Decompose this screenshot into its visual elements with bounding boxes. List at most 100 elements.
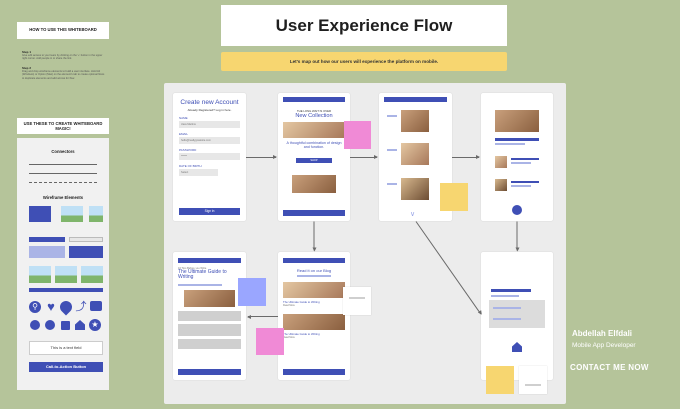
profile-bar-3 bbox=[511, 158, 539, 160]
wf-nav-tile[interactable] bbox=[29, 288, 103, 292]
location-icon[interactable] bbox=[57, 298, 75, 316]
connector-line-1[interactable] bbox=[29, 164, 97, 165]
title-card: User Experience Flow bbox=[221, 5, 507, 46]
article-image bbox=[183, 289, 236, 307]
connector-line-3[interactable] bbox=[29, 182, 97, 183]
chevron-down-icon[interactable]: ∨ bbox=[410, 211, 416, 218]
arrow-login-to-collection[interactable] bbox=[246, 155, 277, 159]
shop-button[interactable]: SHOP bbox=[296, 157, 332, 163]
email-field[interactable]: hello@reallygreatsite.com bbox=[179, 137, 240, 144]
step1-text: Give edit access to your team by clickin… bbox=[22, 54, 103, 61]
connector-line-2[interactable] bbox=[29, 173, 97, 174]
wf-image-tile-2[interactable] bbox=[89, 206, 103, 222]
dob-field[interactable]: Select bbox=[179, 169, 218, 176]
person-icon[interactable] bbox=[45, 320, 55, 330]
signin-button[interactable]: Sign in bbox=[179, 208, 240, 215]
dots-icon[interactable] bbox=[30, 320, 40, 330]
article-paragraph-2 bbox=[178, 323, 241, 336]
profile-bar-5 bbox=[511, 181, 539, 183]
arrow-blog-to-article[interactable] bbox=[248, 316, 278, 317]
star-icon[interactable]: ★ bbox=[89, 319, 101, 331]
blog-read-more-1[interactable]: Read More bbox=[283, 304, 295, 307]
chat-icon[interactable] bbox=[90, 301, 102, 311]
settings-screen[interactable] bbox=[481, 252, 553, 380]
collection-tagline: A thoughtful combination of design and f… bbox=[286, 141, 342, 150]
wf-list-tile[interactable] bbox=[29, 246, 65, 258]
blog-screen[interactable]: Read it on our Blog The Ultimate Guide t… bbox=[278, 252, 350, 380]
article-nav-bar[interactable] bbox=[178, 369, 241, 375]
arrow-collection-to-blog[interactable] bbox=[313, 221, 315, 251]
password-field[interactable]: ****** bbox=[179, 153, 240, 160]
cta-button-element[interactable]: Call-to-Action Button bbox=[29, 362, 103, 372]
wf-bar-tile[interactable] bbox=[29, 237, 65, 242]
wf-image-tile[interactable] bbox=[61, 206, 83, 222]
home-icon[interactable] bbox=[512, 342, 522, 352]
magic-panel: USE THESE TO CREATE WHITEBOARD MAGIC! bbox=[17, 118, 109, 134]
list-item-image-1[interactable] bbox=[401, 110, 429, 132]
page-subtitle: Let's map out how our users will experie… bbox=[289, 59, 439, 64]
blog-nav-bar[interactable] bbox=[283, 369, 345, 375]
lock-icon[interactable] bbox=[61, 321, 70, 330]
settings-panel[interactable] bbox=[489, 300, 545, 328]
list-item-line-2 bbox=[387, 149, 397, 151]
sticky-note-white-2[interactable] bbox=[519, 366, 547, 394]
how-to-panel: HOW TO USE THIS WHITEBOARD bbox=[17, 22, 109, 39]
article-screen[interactable]: 10 Tips Before you Write The Ultimate Gu… bbox=[173, 252, 246, 380]
collection-hero-image bbox=[283, 122, 345, 138]
wf-header-tile[interactable] bbox=[29, 206, 51, 222]
article-kicker: 10 Tips Before you Write bbox=[178, 267, 207, 270]
collection-nav-bar[interactable] bbox=[283, 210, 345, 216]
profile-avatar-1[interactable] bbox=[495, 156, 507, 168]
settings-bar-1 bbox=[491, 289, 531, 292]
collection-screen[interactable]: THE LONG WAIT IS OVER New Collection A t… bbox=[278, 93, 350, 221]
search-icon[interactable]: ⚲ bbox=[29, 301, 41, 313]
product-list-screen[interactable]: ∨ bbox=[379, 93, 452, 221]
heart-icon[interactable]: ♥ bbox=[47, 299, 55, 314]
contact-link[interactable]: CONTACT ME NOW bbox=[570, 363, 649, 372]
blog-read-more-2[interactable]: Read More bbox=[283, 336, 295, 339]
login-screen[interactable]: Create new Account Already Registered? L… bbox=[173, 93, 246, 221]
sticky-note-pink-1[interactable] bbox=[344, 121, 371, 149]
home-icon[interactable] bbox=[75, 320, 85, 330]
blog-post-title-1[interactable]: The Ultimate Guide to Writing bbox=[283, 300, 320, 304]
blog-post-title-2[interactable]: The Ultimate Guide to Writing bbox=[283, 332, 320, 336]
arrow-collection-to-list[interactable] bbox=[350, 155, 378, 159]
wf-landscape-tile-2[interactable] bbox=[55, 266, 77, 283]
list-item-line-3 bbox=[387, 183, 397, 185]
sticky-note-yellow-2[interactable] bbox=[486, 366, 514, 394]
name-label: NAME bbox=[179, 116, 188, 120]
profile-avatar-2[interactable] bbox=[495, 179, 507, 191]
list-header-bar bbox=[384, 97, 447, 102]
list-item-image-2[interactable] bbox=[401, 143, 429, 165]
settings-row-1[interactable] bbox=[493, 307, 521, 309]
sticky-note-yellow-1[interactable] bbox=[440, 183, 468, 211]
arrow-profile-to-settings[interactable] bbox=[516, 221, 518, 251]
login-registered[interactable]: Already Registered? Log in here. bbox=[187, 108, 232, 112]
sticky-note-pink-2[interactable] bbox=[256, 328, 284, 355]
password-label: PASSWORD bbox=[179, 148, 197, 152]
login-title: Create new Account bbox=[180, 99, 239, 106]
blog-post-image-1[interactable] bbox=[283, 282, 345, 298]
sticky-note-white-1[interactable] bbox=[343, 287, 371, 315]
list-item-image-3[interactable] bbox=[401, 178, 429, 200]
collection-kicker: THE LONG WAIT IS OVER bbox=[296, 109, 332, 113]
text-field-element[interactable]: This is a text field bbox=[29, 341, 103, 355]
steps-panel: Step 1 Give edit access to your team by … bbox=[22, 50, 107, 110]
article-paragraph-3 bbox=[178, 338, 241, 349]
article-paragraph-1 bbox=[178, 310, 241, 321]
share-icon[interactable]: ⤴ bbox=[75, 301, 87, 313]
blog-post-image-2[interactable] bbox=[283, 314, 345, 330]
sticky-note-lavender[interactable] bbox=[238, 278, 266, 306]
elements-panel: Connectors Wireframe Elements ⚲ ♥ ⤴ ★ Th… bbox=[17, 138, 109, 390]
collection-header-bar bbox=[283, 97, 345, 102]
arrow-list-to-profile[interactable] bbox=[452, 155, 480, 159]
step1-title: Step 1 bbox=[22, 50, 32, 54]
profile-screen[interactable] bbox=[481, 93, 553, 221]
wf-field-tile[interactable] bbox=[69, 237, 103, 242]
wf-landscape-tile-3[interactable] bbox=[81, 266, 103, 283]
wf-landscape-tile-1[interactable] bbox=[29, 266, 51, 283]
wf-card-tile[interactable] bbox=[69, 246, 103, 258]
settings-row-2[interactable] bbox=[493, 318, 521, 320]
home-icon[interactable] bbox=[512, 205, 522, 215]
name-field[interactable]: Jiara Martins bbox=[179, 121, 240, 128]
